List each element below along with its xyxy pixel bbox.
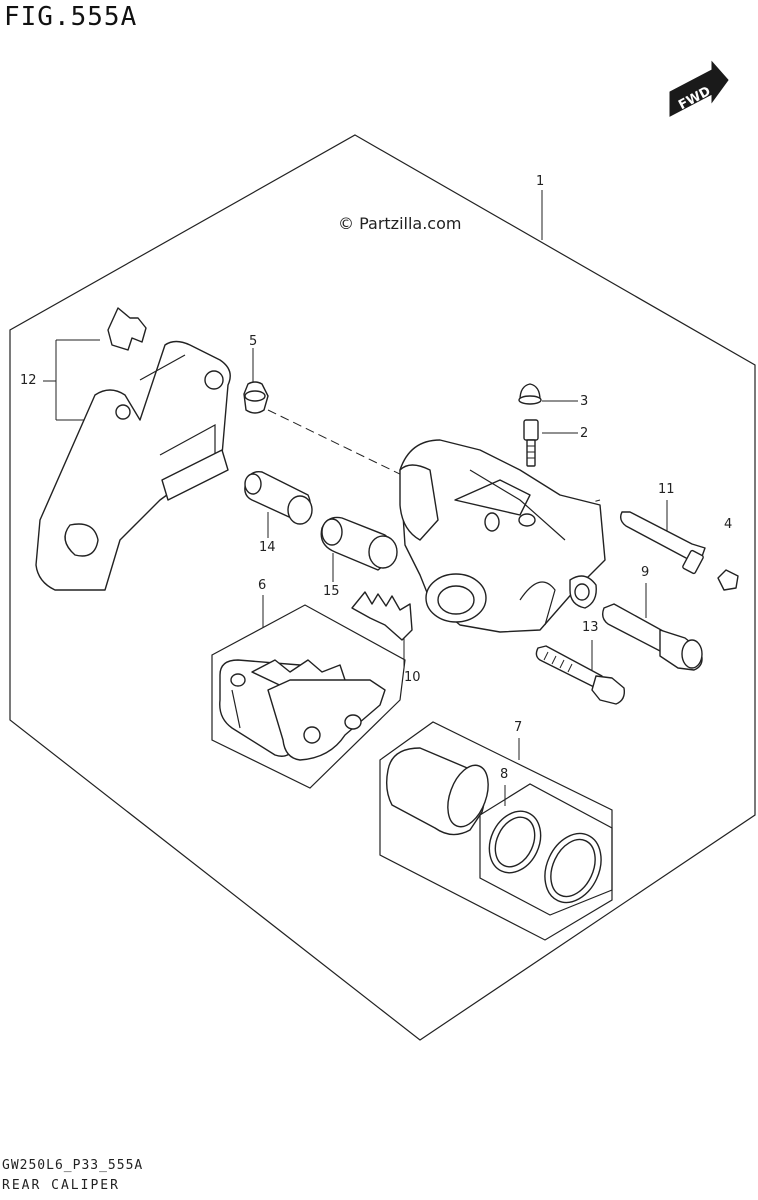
seal-kit-outline [479, 783, 613, 916]
bleeder-cap-3 [518, 383, 542, 405]
callout-9: 9 [641, 565, 650, 580]
slide-pin-11 [619, 511, 706, 575]
callout-6: 6 [258, 578, 267, 593]
callout-2: 2 [580, 426, 589, 441]
caliper-body [399, 439, 606, 633]
bleeder-cap-5 [243, 381, 269, 414]
diagram-code: GW250L6_P33_555A [2, 1158, 144, 1173]
piston-seals-8 [488, 810, 602, 904]
callout-1: 1 [536, 174, 545, 189]
bleeder-valve [523, 419, 539, 467]
pad-spring-clip [107, 307, 147, 351]
sleeve-boot-15 [320, 516, 398, 571]
callout-11: 11 [658, 482, 675, 497]
fwd-arrow-icon: FWD [669, 60, 729, 117]
callout-10: 10 [404, 670, 421, 685]
alignment-line [267, 409, 409, 479]
callout-13: 13 [582, 620, 599, 635]
copyright-watermark: © Partzilla.com [338, 214, 462, 233]
callout-8: 8 [500, 767, 509, 782]
callout-12: 12 [20, 373, 37, 388]
callout-14: 14 [259, 540, 276, 555]
callout-4: 4 [724, 517, 733, 532]
piston-kit-outline [379, 721, 613, 941]
pad-spring-10 [351, 591, 413, 641]
diagram-name: REAR CALIPER [2, 1178, 120, 1193]
callout-5: 5 [249, 334, 258, 349]
piston-7 [385, 747, 489, 836]
callout-7: 7 [514, 720, 523, 735]
pin-cap-4 [717, 569, 739, 591]
pin-boot-14 [244, 471, 313, 525]
caliper-bracket [35, 340, 231, 591]
mounting-bolt-9 [601, 603, 703, 671]
callout-15: 15 [323, 584, 340, 599]
figure-title: FIG.555A [4, 2, 138, 32]
caliper-assembly-outline [9, 134, 756, 1041]
brake-pad-kit-outline [211, 604, 406, 789]
callout-3: 3 [580, 394, 589, 409]
brake-pads-6 [219, 659, 386, 761]
bolt-13 [535, 645, 626, 705]
